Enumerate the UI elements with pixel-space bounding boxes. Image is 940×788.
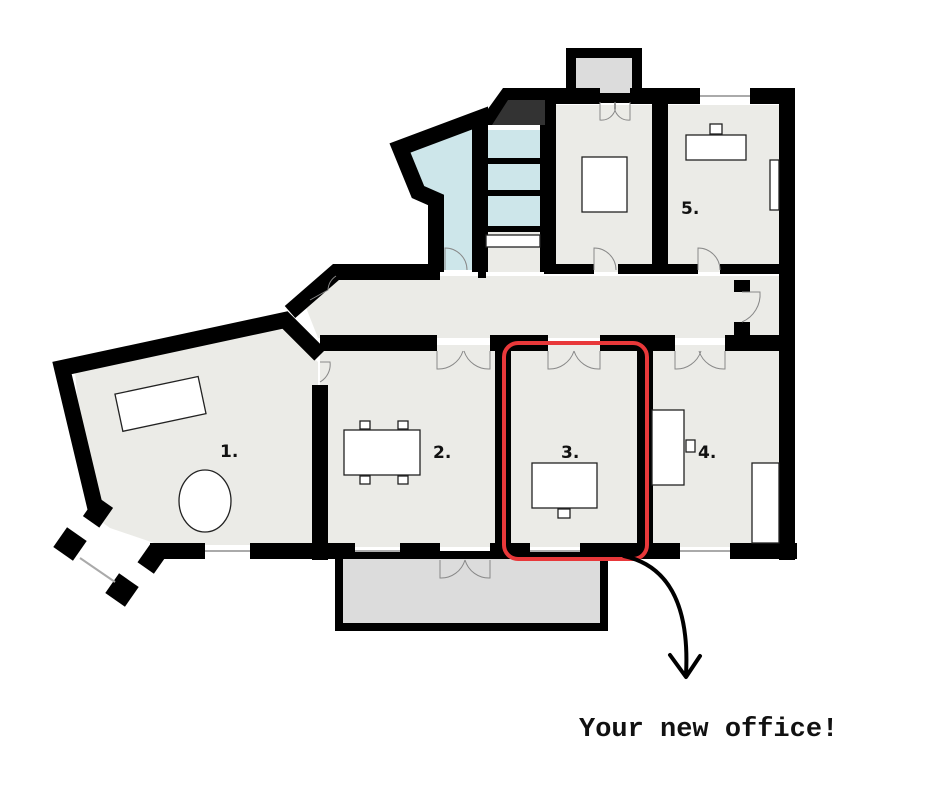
corridor-top-wall-seg [720,264,790,274]
corridor-top-wall [284,264,440,319]
corridor-floor [305,276,780,338]
bottom-balcony [335,551,608,631]
stall-divider [480,190,542,196]
bottom-wall-seg [490,543,530,559]
room-label-1: 1. [220,442,238,462]
room-label-2: 2. [433,443,451,463]
annotation-text: Your new office! [579,715,838,745]
door [599,101,631,121]
door [697,247,721,271]
bay-wall [82,496,114,528]
corridor-top-wall-right [478,264,486,278]
chair [709,123,723,135]
doors [309,101,761,579]
room-label-4: 4. [698,443,716,463]
corridor-top-wall-seg [618,264,698,274]
table-room-2 [343,429,421,476]
room-label-3: 3. [561,443,579,463]
stall-divider [480,226,542,232]
meeting-table [581,156,628,213]
room-1-outer-wall [52,311,326,517]
bottom-wall-seg [250,543,355,559]
top-corner-wall [480,88,545,125]
chair [359,475,371,485]
chair [397,475,409,485]
desk-room-4 [651,409,685,486]
table-room-1 [114,375,207,433]
door [674,350,726,370]
door [319,361,331,383]
office-highlight [502,341,649,561]
bay-wall [53,527,87,561]
bottom-wall-seg [730,543,797,559]
door [444,247,468,271]
door [436,350,491,370]
room-1-floor [75,326,318,545]
walls [52,88,795,560]
chair [359,420,371,430]
bottom-wall-seg [580,543,680,559]
stall-divider [480,158,542,164]
kitchenette-counter [485,234,541,248]
cabinet-room-5 [769,159,780,211]
chair [685,439,696,453]
cabinet-room-4 [751,462,780,544]
bathroom-wall [389,106,488,272]
round-table-room-1 [178,469,232,533]
door [593,247,617,271]
door [439,559,491,579]
windows [79,95,750,583]
window [79,557,116,583]
bathroom-stalls-floor [480,130,540,230]
bottom-wall-seg [400,543,440,559]
desk-room-3 [531,462,598,509]
arrow-icon [622,554,702,679]
corridor-top-wall-seg [544,264,594,274]
door [741,291,761,323]
chair [557,508,571,519]
bay-wall [137,544,167,574]
chair [397,420,409,430]
door [547,350,601,370]
furniture [114,123,780,544]
room-label-5: 5. [681,199,699,219]
bottom-walls [53,158,797,607]
desk-room-5 [685,134,747,161]
door [309,275,337,301]
